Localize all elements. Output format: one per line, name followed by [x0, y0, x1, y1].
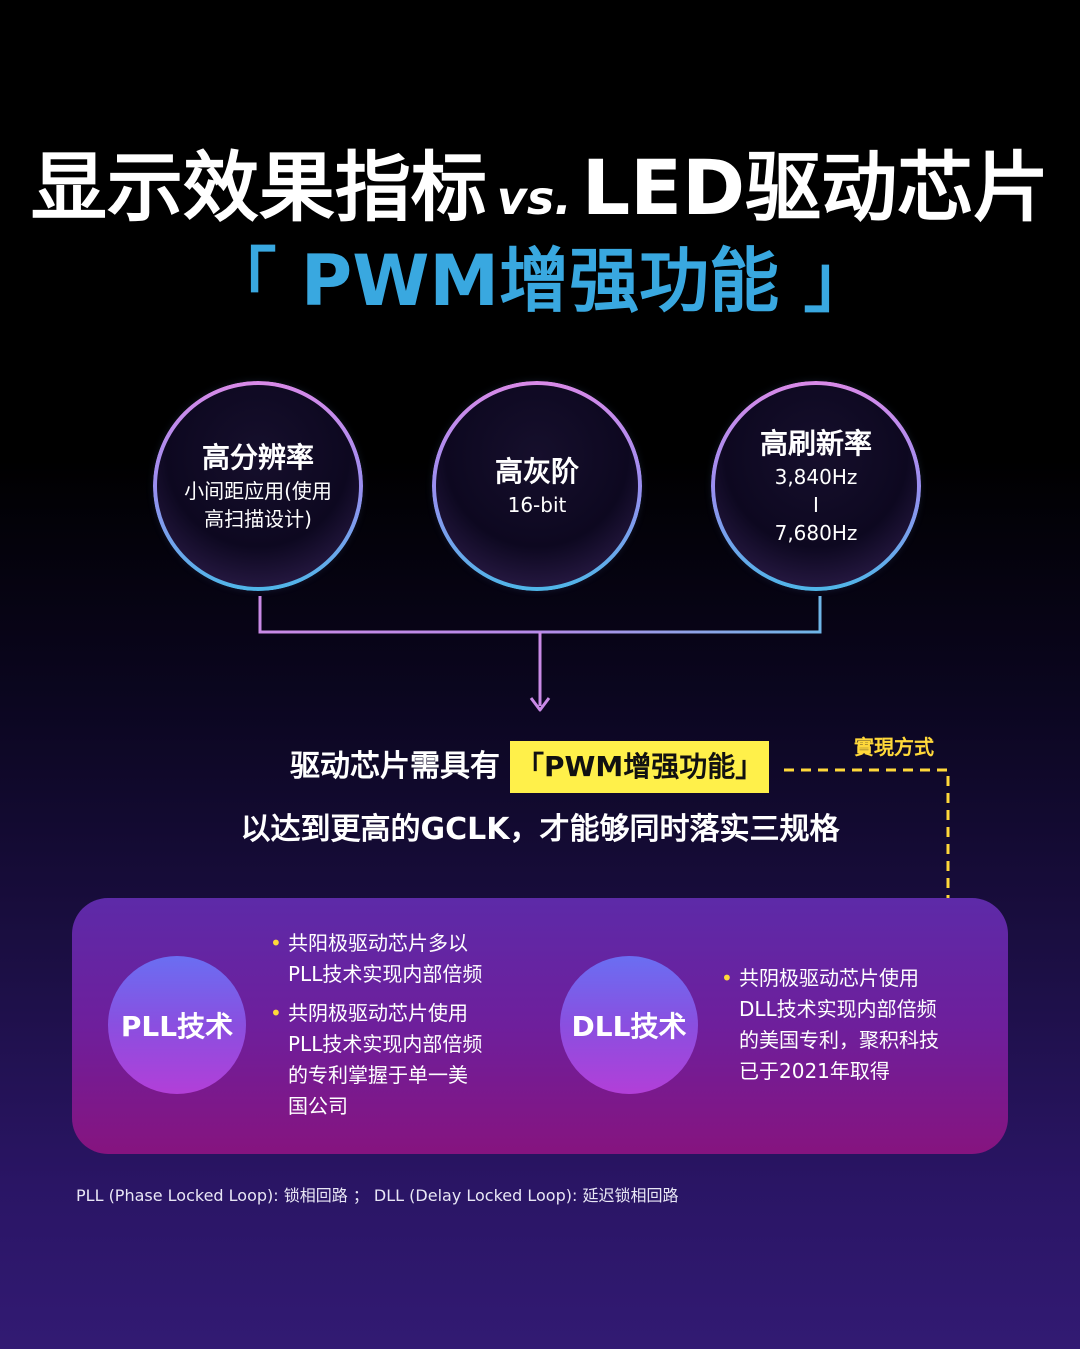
method-dashed-line [784, 768, 950, 912]
down-arrow-head [529, 697, 551, 712]
metric-title: 高刷新率 [759, 427, 872, 460]
footnote: PLL (Phase Locked Loop): 锁相回路 ； DLL (Del… [76, 1186, 679, 1205]
method-label: 實現方式 [854, 735, 934, 759]
requirement-second-line: 以达到更高的GCLK，才能够同时落实三规格 [240, 812, 840, 847]
requirement-prefix: 驱动芯片需具有 [290, 749, 500, 784]
metric-circle-refresh-rate: 高刷新率 3,840Hz I 7,680Hz [715, 385, 917, 587]
metric-sub-line: 16-bit [507, 493, 567, 517]
metric-circle-grayscale: 高灰阶 16-bit [436, 385, 638, 587]
metric-title: 高灰阶 [494, 455, 579, 488]
metric-sub-line: 小间距应用(使用 [184, 479, 332, 503]
list-item: • 共阳极驱动芯片多以 PLL技术实现内部倍频 [270, 928, 482, 990]
bullet-dot-icon: • [270, 1001, 282, 1025]
metric-sub-line: 高扫描设计) [204, 507, 312, 531]
metric-sub-line: I [813, 493, 819, 517]
requirement-highlight: 「PWM增强功能」 [510, 741, 770, 793]
list-item: • 共阴极驱动芯片使用 PLL技术实现内部倍频 的专利掌握于单一美 国公司 [270, 998, 482, 1122]
dll-tech-label: DLL技术 [571, 1010, 687, 1043]
title-vs: vs. [496, 171, 572, 225]
title-part1: 显示效果指标 [30, 143, 487, 232]
metric-title: 高分辨率 [201, 441, 314, 474]
pll-bullet-list: • 共阳极驱动芯片多以 PLL技术实现内部倍频 • 共阴极驱动芯片使用 PLL技… [270, 928, 482, 1130]
bullet-dot-icon: • [270, 931, 282, 955]
metric-sub-line: 7,680Hz [774, 521, 858, 545]
pll-tech-label: PLL技术 [120, 1010, 234, 1043]
metric-circle-resolution: 高分辨率 小间距应用(使用 高扫描设计) [157, 385, 359, 587]
requirement-line: 驱动芯片需具有 「PWM增强功能」 [290, 738, 770, 796]
technology-panel: PLL技术 • 共阳极驱动芯片多以 PLL技术实现内部倍频 • 共阴极驱动芯片使… [72, 898, 1008, 1154]
bracket-line [258, 596, 822, 634]
bullet-dot-icon: • [721, 966, 733, 990]
list-item: • 共阴极驱动芯片使用 DLL技术实现内部倍频 的美国专利，聚积科技 已于202… [721, 963, 939, 1087]
dll-bullet-list: • 共阴极驱动芯片使用 DLL技术实现内部倍频 的美国专利，聚积科技 已于202… [721, 963, 939, 1095]
pll-tech-circle: PLL技术 [108, 956, 246, 1094]
metric-sub-line: 3,840Hz [774, 465, 858, 489]
page-subtitle: 「 PWM增强功能 」 [206, 240, 874, 322]
dll-tech-circle: DLL技术 [560, 956, 698, 1094]
title-part2: LED驱动芯片 [581, 143, 1050, 232]
